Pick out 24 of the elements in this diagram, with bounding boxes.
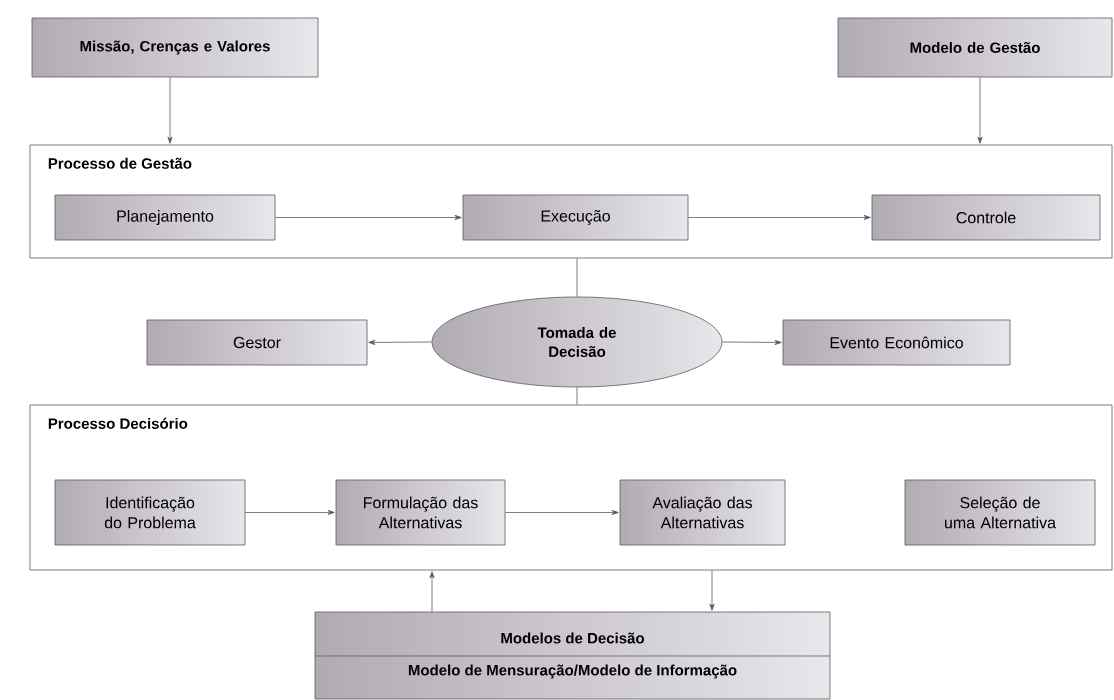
arrow	[167, 77, 173, 144]
process-box: Avaliação das Alternativas	[619, 479, 786, 546]
process-box: Controle	[871, 194, 1101, 241]
arrow	[709, 570, 715, 611]
connector-line	[576, 387, 578, 405]
arrow	[688, 214, 871, 220]
arrow	[429, 571, 435, 612]
arrow	[275, 214, 462, 220]
process-box: Missão, Crenças e Valores	[31, 17, 319, 78]
arrow	[977, 77, 983, 144]
model-box: Modelos de Decisão Modelo de Mensuração/Modelo de Informação	[314, 611, 831, 700]
process-box: Identificação do Problema	[54, 479, 246, 546]
arrow	[505, 509, 619, 515]
connector-line	[576, 258, 578, 297]
process-box: Seleção de uma Alternativa	[904, 479, 1096, 546]
process-box: Modelo de Gestão	[837, 17, 1113, 78]
arrow	[245, 509, 335, 515]
process-box: Planejamento	[54, 194, 276, 241]
process-box: Formulação das Alternativas	[335, 479, 506, 546]
process-box: Evento Econômico	[782, 319, 1011, 366]
arrow	[722, 339, 782, 345]
arrow	[368, 339, 432, 345]
process-box: Gestor	[146, 319, 368, 366]
process-box: Execução	[462, 194, 689, 241]
